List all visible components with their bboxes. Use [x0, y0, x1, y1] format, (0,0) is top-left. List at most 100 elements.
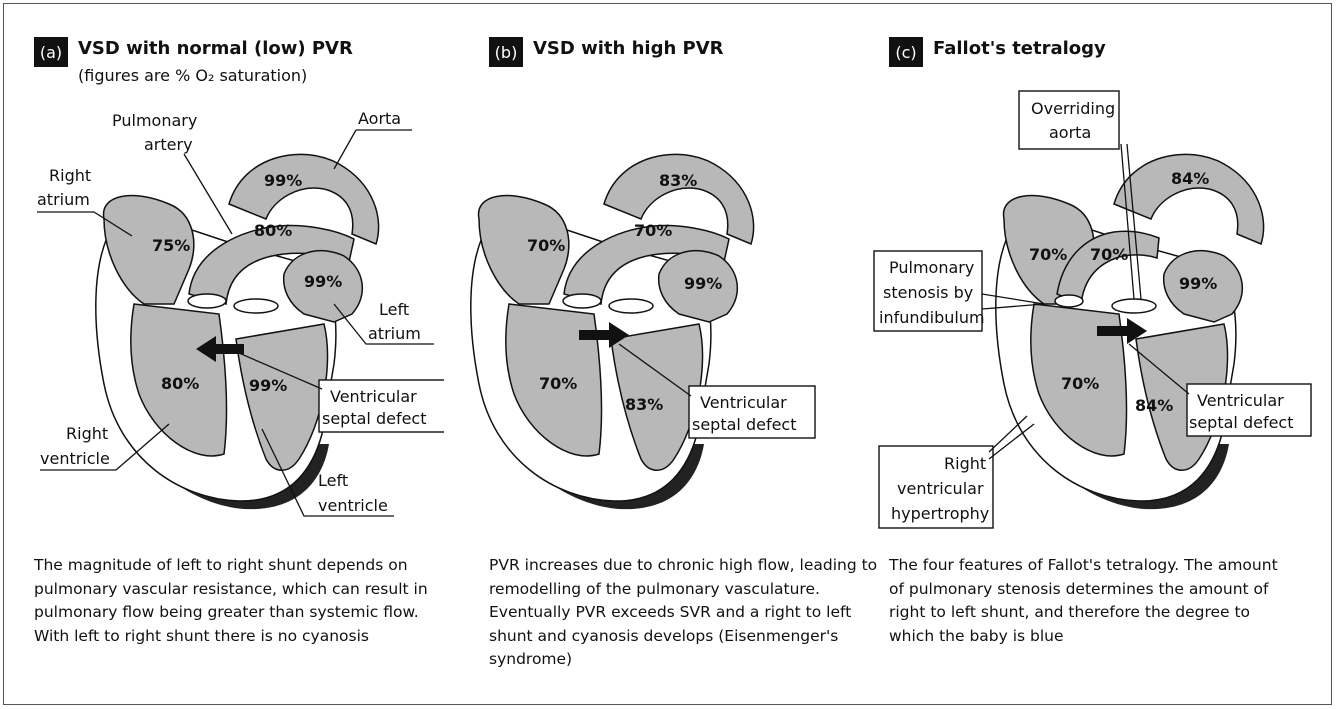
left-ventricle-label-line2: ventricle	[318, 496, 388, 515]
left-ventricle-shape	[610, 323, 704, 471]
vsd-label-line2: septal defect	[692, 415, 797, 434]
pulmonary-artery-sat: 80%	[254, 221, 292, 240]
right-atrium-label-line1: Right	[49, 166, 91, 185]
overriding-aorta-label-line2: aorta	[1049, 123, 1091, 142]
rvh-label-line1: Right	[944, 454, 986, 473]
heart-diagram: 83% 70% 70% 99% 70% 83% Ventricular sept…	[470, 153, 816, 510]
right-ventricle-label-line2: ventricle	[40, 449, 110, 468]
pulmonary-stenosis-label-line3: infundibulum	[879, 308, 985, 327]
left-atrium-sat: 99%	[1179, 274, 1217, 293]
aorta-sat: 83%	[659, 171, 697, 190]
right-ventricle-shape	[504, 303, 603, 457]
aorta-sat: 99%	[264, 171, 302, 190]
left-ventricle-sat: 99%	[249, 376, 287, 395]
pulmonary-artery-shape	[1056, 230, 1160, 306]
pulmonary-valve	[1054, 294, 1084, 308]
panel-vsd-low-pvr: (a) VSD with normal (low) PVR (figures a…	[4, 4, 444, 704]
left-atrium-shape	[1162, 249, 1243, 323]
shunt-arrow	[1097, 318, 1147, 344]
vsd-callout-box	[1186, 383, 1312, 437]
aorta-shape	[603, 153, 755, 246]
right-ventricle-sat: 80%	[161, 374, 199, 393]
rvh-label-line3: hypertrophy	[891, 504, 989, 523]
right-atrium-shape	[477, 194, 570, 305]
aorta-sat: 84%	[1171, 169, 1209, 188]
vsd-callout-box	[688, 385, 816, 439]
panel-tag: (c)	[889, 37, 923, 67]
heart-shadow	[1005, 214, 1229, 510]
leader-line	[333, 303, 434, 345]
right-atrium-shape	[102, 194, 195, 305]
panel-caption: The magnitude of left to right shunt dep…	[34, 556, 428, 645]
left-atrium-shape	[657, 249, 738, 323]
aortic-valve	[233, 298, 279, 314]
left-atrium-label-line2: atrium	[368, 324, 421, 343]
leader-line	[618, 343, 692, 397]
pulmonary-valve	[187, 293, 227, 309]
panel-subtitle: (figures are % O₂ saturation)	[78, 66, 308, 85]
aorta-label: Aorta	[358, 109, 401, 128]
aorta-shape	[228, 153, 380, 246]
rvh-callout-box	[878, 445, 994, 529]
vsd-callout-box	[318, 379, 444, 433]
heart-shadow	[480, 214, 704, 510]
leader-line	[988, 415, 1035, 460]
leader-line	[333, 129, 412, 170]
vsd-label-line2: septal defect	[322, 409, 427, 428]
leader-line	[261, 428, 394, 517]
overriding-aorta-label-line1: Overriding	[1031, 99, 1115, 118]
left-atrium-sat: 99%	[684, 274, 722, 293]
pulmonary-stenosis-label-line1: Pulmonary	[889, 258, 974, 277]
figure-frame: (a) VSD with normal (low) PVR (figures a…	[3, 3, 1332, 705]
leader-line	[1128, 343, 1190, 395]
pulmonary-valve	[562, 293, 602, 309]
panel-vsd-high-pvr: (b) VSD with high PVR 83% 70% 70% 99% 70…	[459, 4, 889, 704]
heart-diagram: 99% 80% 75% 99% 80% 99% Pulmonary artery…	[37, 109, 444, 517]
aorta-shape	[1113, 153, 1265, 246]
leader-line	[37, 211, 133, 237]
left-ventricle-label-line1: Left	[318, 471, 348, 490]
pulmonary-artery-sat: 70%	[634, 221, 672, 240]
right-ventricle-shape	[1029, 303, 1128, 457]
pulmonary-artery-shape	[188, 224, 355, 305]
left-atrium-sat: 99%	[304, 272, 342, 291]
left-atrium-label-line1: Left	[379, 300, 409, 319]
right-ventricle-sat: 70%	[539, 374, 577, 393]
panel-caption: PVR increases due to chronic high flow, …	[489, 556, 878, 668]
panel-title: Fallot's tetralogy	[933, 38, 1106, 59]
overriding-aorta-callout-box	[1018, 90, 1120, 150]
shunt-arrow	[579, 322, 629, 348]
panel-title: VSD with normal (low) PVR	[78, 38, 353, 59]
left-ventricle-sat: 83%	[625, 395, 663, 414]
left-ventricle-sat: 84%	[1135, 396, 1173, 415]
leader-line	[1120, 143, 1142, 300]
pulmonary-stenosis-label-line2: stenosis by	[883, 283, 973, 302]
aortic-valve	[1111, 298, 1157, 314]
panel-caption: The four features of Fallot's tetralogy.…	[889, 556, 1278, 645]
leader-line	[183, 153, 233, 235]
panel-tag: (b)	[489, 37, 523, 67]
heart-shadow	[105, 214, 329, 510]
right-ventricle-label-line1: Right	[66, 424, 108, 443]
vsd-label-line1: Ventricular	[330, 387, 417, 406]
right-atrium-sat: 70%	[1029, 245, 1067, 264]
panel-title: VSD with high PVR	[533, 38, 724, 59]
right-ventricle-shape	[129, 303, 228, 457]
vsd-label-line1: Ventricular	[1197, 391, 1284, 410]
pulmonary-artery-shape	[563, 224, 730, 305]
pulmonary-artery-sat: 70%	[1090, 245, 1128, 264]
panel-tag: (a)	[34, 37, 68, 67]
heart-diagram: 84% 70% 70% 99% 70% 84% Overriding aorta…	[873, 90, 1312, 529]
pulmonary-stenosis-callout-box	[873, 250, 983, 332]
left-ventricle-shape	[235, 323, 329, 471]
panel-fallots-tetralogy: (c) Fallot's tetralogy 84% 70% 70% 99% 7…	[859, 4, 1312, 704]
leader-line	[231, 349, 323, 390]
right-atrium-sat: 75%	[152, 236, 190, 255]
vsd-label-line1: Ventricular	[700, 393, 787, 412]
right-atrium-sat: 70%	[527, 236, 565, 255]
rvh-label-line2: ventricular	[897, 479, 984, 498]
pulmonary-artery-label-line2: artery	[144, 135, 193, 154]
vsd-label-line2: septal defect	[1189, 413, 1294, 432]
right-ventricle-sat: 70%	[1061, 374, 1099, 393]
left-atrium-shape	[282, 249, 363, 323]
